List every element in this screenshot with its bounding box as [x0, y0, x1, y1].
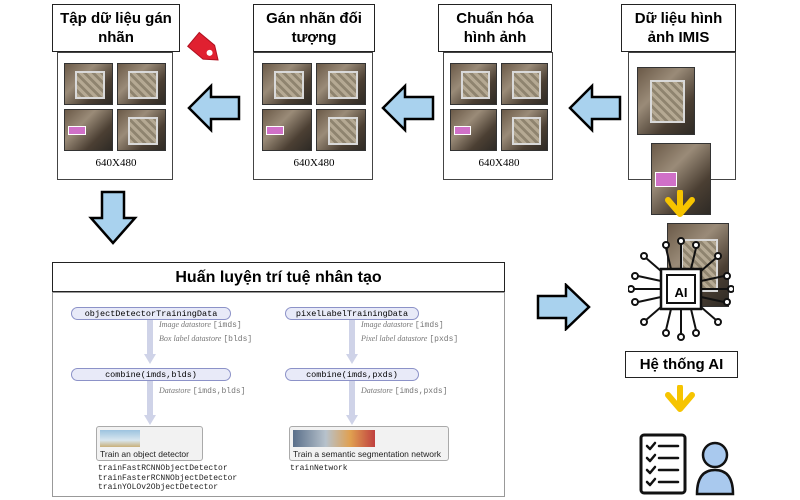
photo-thumbnail [64, 63, 113, 105]
photo-thumbnail [262, 109, 312, 151]
label-code: [pxds] [429, 335, 459, 344]
panel-label: 640X480 [253, 52, 373, 180]
flow-arrow-icon [144, 381, 156, 425]
label-code: [imds] [212, 321, 242, 330]
ai-chip-icon [628, 237, 734, 341]
panel-dataset: 640X480 [57, 52, 173, 180]
photo-thumbnail [450, 109, 497, 151]
flow-node-object-detector-data: objectDetectorTrainingData [71, 307, 231, 320]
function-name: trainFasterRCNNObjectDetector [98, 473, 238, 483]
card-train-object-detector: Train an object detector [96, 426, 203, 461]
image-grid [262, 63, 366, 151]
checklist-icon [639, 433, 687, 495]
flow-arrow-icon [144, 320, 156, 364]
label-text: Datastore [159, 386, 191, 395]
label-code: [imds] [414, 321, 444, 330]
arrow-left-icon [568, 83, 622, 133]
label-text: Pixel label datastore [361, 334, 428, 343]
segmentation-thumbnail [293, 430, 375, 447]
flow-label-box-datastore: Box label datastore [blds] [159, 334, 252, 344]
detector-thumbnail [100, 430, 140, 447]
stage-title-normalize: Chuẩn hóa hình ảnh [438, 4, 552, 52]
arrow-right-icon [536, 283, 591, 331]
stage-title-imis: Dữ liệu hình ảnh IMIS [621, 4, 736, 52]
photo-thumbnail [117, 109, 166, 151]
stage-title-imis-text: Dữ liệu hình ảnh IMIS [634, 10, 723, 46]
image-grid [64, 63, 166, 151]
training-panel: objectDetectorTrainingData Image datasto… [52, 292, 505, 497]
card-train-segmentation: Train a semantic segmentation network [289, 426, 449, 461]
label-text: Image datastore [159, 320, 211, 329]
label-code: [imds,pxds] [394, 387, 448, 396]
photo-thumbnail [262, 63, 312, 105]
photo-thumbnail [64, 109, 113, 151]
ai-system-label: Hệ thống AI [625, 351, 738, 378]
function-name: trainFastRCNNObjectDetector [98, 464, 228, 473]
tag-icon [187, 31, 219, 61]
photo-thumbnail [316, 109, 366, 151]
ai-chip-label: AI [674, 285, 688, 300]
training-title-text: Huấn luyện trí tuệ nhân tạo [175, 268, 382, 286]
photo-thumbnail [117, 63, 166, 105]
image-grid [450, 63, 548, 151]
function-name: trainYOLOv2ObjectDetector [98, 483, 219, 492]
arrow-down-yellow-icon [665, 190, 695, 217]
resolution-label: 640X480 [478, 157, 520, 169]
label-code: [imds,blds] [192, 387, 246, 396]
flow-label-datastore-right: Datastore [imds,pxds] [361, 386, 448, 396]
function-name: trainNetwork [290, 464, 348, 473]
flow-label-datastore-left: Datastore [imds,blds] [159, 386, 246, 396]
card-label: Train a semantic segmentation network [293, 449, 442, 459]
flow-label-image-datastore-right: Image datastore [imds] [361, 320, 444, 330]
photo-thumbnail [450, 63, 497, 105]
stage-title-dataset: Tập dữ liệu gán nhãn [52, 4, 180, 52]
flow-node-pixel-label-data: pixelLabelTrainingData [285, 307, 419, 320]
stage-title-label: Gán nhãn đối tượng [253, 4, 375, 52]
photo-thumbnail [501, 109, 548, 151]
photo-thumbnail [316, 63, 366, 105]
flow-node-combine-right: combine(imds,pxds) [285, 368, 419, 381]
stage-title-dataset-text: Tập dữ liệu gán nhãn [60, 10, 172, 46]
resolution-label: 640X480 [95, 157, 137, 169]
card-label: Train an object detector [100, 449, 189, 459]
training-title: Huấn luyện trí tuệ nhân tạo [52, 262, 505, 292]
arrow-left-icon [381, 83, 435, 133]
arrow-down-icon [88, 190, 138, 245]
label-code: [blds] [223, 335, 253, 344]
label-text: Image datastore [361, 320, 413, 329]
photo-stack-back [637, 67, 695, 135]
label-text: Box label datastore [159, 334, 222, 343]
flow-label-pixel-datastore: Pixel label datastore [pxds] [361, 334, 458, 344]
flow-arrow-icon [346, 381, 358, 425]
panel-normalize: 640X480 [443, 52, 553, 180]
flow-label-image-datastore: Image datastore [imds] [159, 320, 242, 330]
stage-title-label-text: Gán nhãn đối tượng [266, 10, 362, 46]
function-list-right: trainNetwork [290, 464, 348, 474]
flow-arrow-icon [346, 320, 358, 364]
arrow-left-icon [187, 83, 241, 133]
user-icon [695, 441, 735, 496]
panel-imis [628, 52, 736, 307]
arrow-down-yellow-icon [665, 385, 695, 412]
photo-thumbnail [501, 63, 548, 105]
resolution-label: 640X480 [293, 157, 335, 169]
flow-node-combine-left: combine(imds,blds) [71, 368, 231, 381]
label-text: Datastore [361, 386, 393, 395]
ai-system-label-text: Hệ thống AI [639, 356, 724, 373]
stage-title-normalize-text: Chuẩn hóa hình ảnh [456, 10, 534, 46]
